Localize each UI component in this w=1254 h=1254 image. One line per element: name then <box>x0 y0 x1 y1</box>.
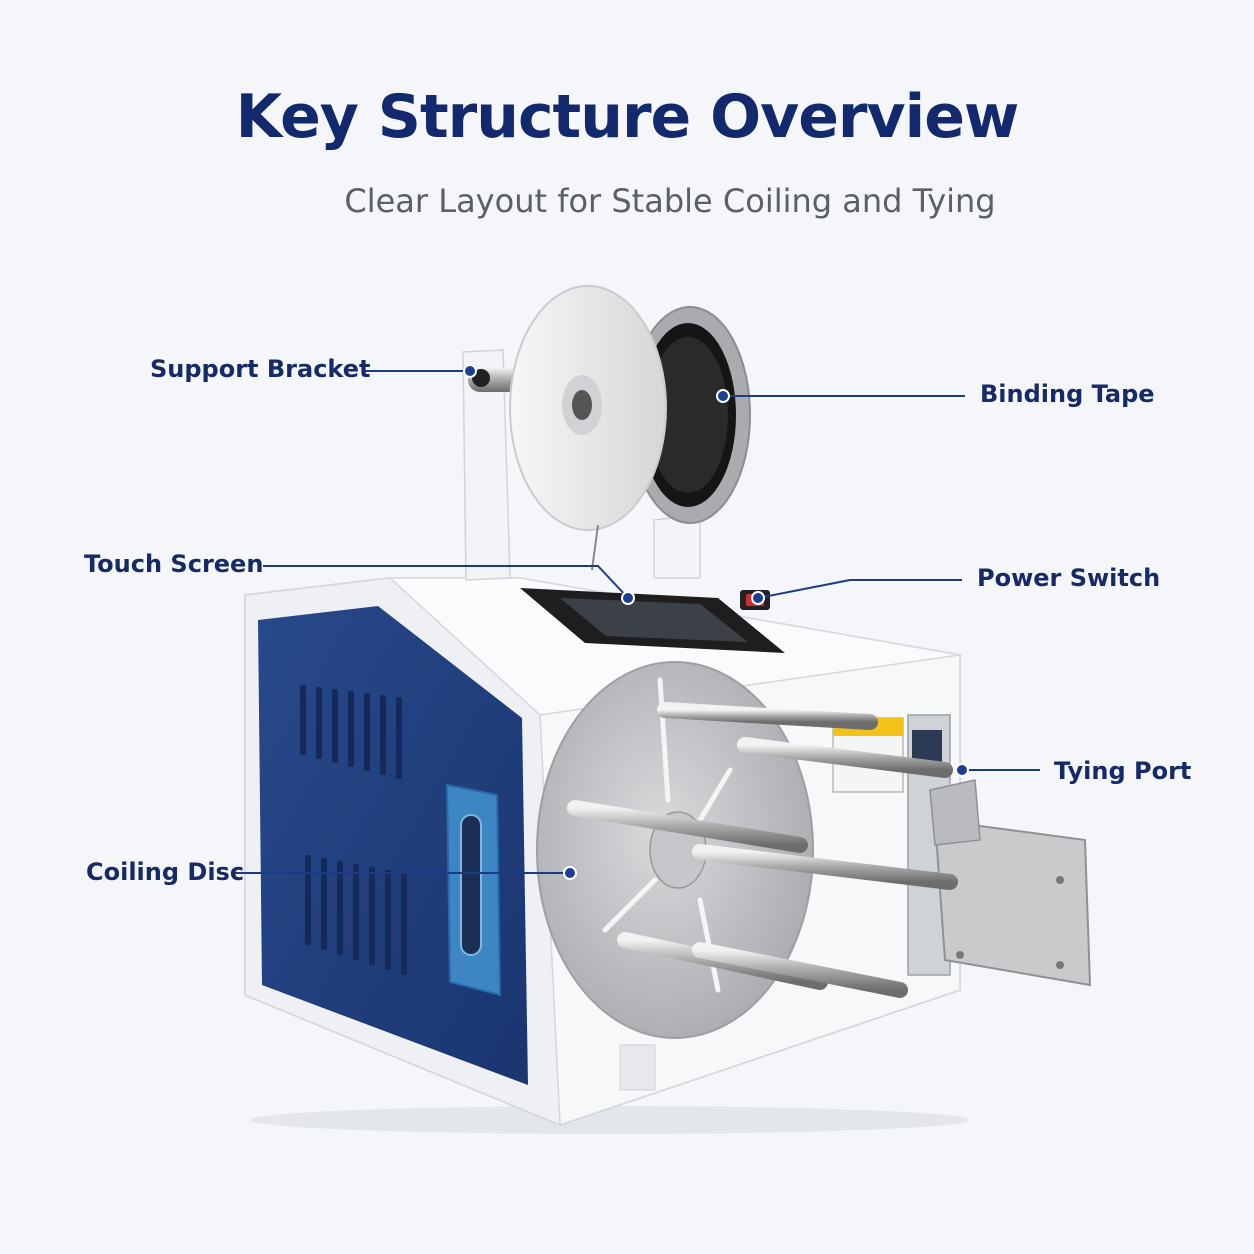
label-power-switch: Power Switch <box>977 564 1161 592</box>
binding-tape-spool <box>509 285 751 571</box>
side-panel <box>258 606 528 1085</box>
vent-slots-lower <box>305 855 407 975</box>
coiling-disc <box>536 661 958 1039</box>
marker-power-switch <box>751 591 765 605</box>
vent-slots-upper <box>300 685 402 779</box>
coiling-rods <box>567 702 958 998</box>
label-touch-screen: Touch Screen <box>84 550 264 578</box>
label-binding-tape: Binding Tape <box>980 380 1155 408</box>
marker-support-bracket <box>463 364 477 378</box>
label-coiling-disc: Coiling Disc <box>86 858 245 886</box>
tying-port <box>907 714 1092 987</box>
marker-binding-tape <box>716 389 730 403</box>
marker-tying-port <box>955 763 969 777</box>
floor-shadow <box>250 1106 970 1134</box>
marker-coiling-disc <box>563 866 577 880</box>
callout-leaders <box>235 370 1040 874</box>
marker-touch-screen <box>621 591 635 605</box>
label-tying-port: Tying Port <box>1054 757 1192 785</box>
callout-markers <box>463 364 969 880</box>
base-foot <box>619 1044 656 1091</box>
viewing-window <box>445 783 502 997</box>
leader-touch-screen <box>263 565 629 599</box>
page-subtitle: Clear Layout for Stable Coiling and Tyin… <box>344 182 996 220</box>
leader-power-switch <box>757 579 962 599</box>
touch-screen <box>520 588 785 653</box>
page-title: Key Structure Overview <box>235 82 1020 152</box>
label-support-bracket: Support Bracket <box>150 355 371 383</box>
